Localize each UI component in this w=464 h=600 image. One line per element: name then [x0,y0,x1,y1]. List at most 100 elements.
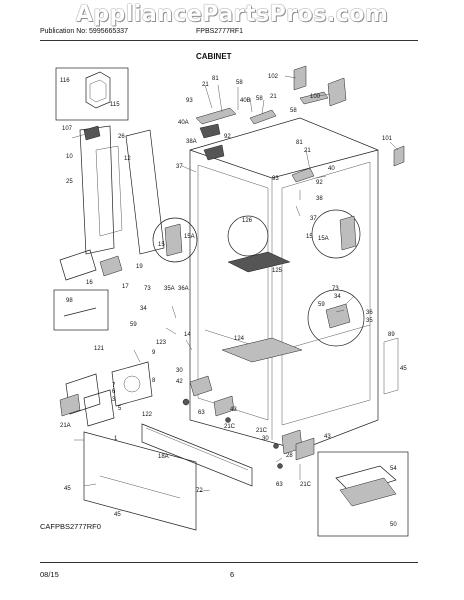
callout: 7 [112,383,116,389]
callout: 115 [110,102,120,108]
callout: 107 [62,126,73,132]
callout: 35A [164,286,175,292]
callout: 15 [158,242,165,248]
zoom-circle-left [152,217,198,263]
callout: 40 [328,166,335,172]
callout: 18A [158,454,169,460]
callout: 21 [304,148,311,154]
callout: 93 [186,98,193,104]
callout: 16 [86,280,93,286]
callout: 10 [66,154,73,160]
callout: 54 [390,466,397,472]
part-100-hinge [327,77,347,107]
zoom-circle-lower-right [307,289,365,347]
lower-brackets [182,375,315,469]
callout: 121 [94,346,105,352]
page-number: 6 [230,570,235,579]
part-72-toe-grille [141,423,253,487]
callout: 43 [324,434,331,440]
callout: 40A [178,120,189,126]
callout: 73 [332,286,339,292]
catalog-code: CAFPBS2777RF0 [40,522,101,531]
callout: 58 [236,80,243,86]
callout: 28 [286,453,293,459]
callout: 98 [66,298,73,304]
callout: 25 [66,179,73,185]
callout: 30 [262,436,269,442]
callout: 14 [184,332,191,338]
footer-rule [40,562,418,563]
callout: 81 [296,140,303,146]
callout: 6 [112,389,116,395]
model-number: FPBS2777RF1 [196,28,244,35]
part-115-bracket [85,71,111,109]
footer-date: 08/15 [40,570,59,579]
callout: 15 [306,234,313,240]
callout: 45 [64,486,71,492]
callout: 116 [60,78,70,84]
callout: 102 [268,74,279,80]
callout: 58 [256,96,263,102]
inset-frame-98 [53,289,109,331]
callout: 45 [400,366,407,372]
callout: 37 [310,216,317,222]
callout: 123 [156,340,167,346]
part-102-hinge [293,65,307,91]
callout: 5 [118,406,122,412]
part-89-side-panel [383,337,399,395]
callout: 21C [300,482,312,488]
callout: 125 [272,268,283,274]
callout: 38A [186,139,197,145]
callout: 1 [114,436,118,442]
part-101-bracket [393,145,405,167]
callout: 17 [122,284,129,290]
callout: 93 [272,176,279,182]
callout: 8 [152,378,156,384]
inset-frame-bottom [317,451,409,537]
callout: 42 [176,379,183,385]
callout-labels: 116 115 102 100 81 21 58 21 58 93 40B 40… [60,74,407,528]
callout: 89 [388,332,395,338]
callout: 19 [136,264,143,270]
watermark: AppliancePartsPros.com [75,2,389,27]
left-air-duct [59,125,165,281]
callout: 34 [140,306,147,312]
callout: 50 [390,522,397,528]
callout: 45 [114,512,121,518]
section-title: CABINET [196,52,232,61]
callout: 63 [198,410,205,416]
callout: 21C [224,424,236,430]
callout: 59 [130,322,137,328]
callout: 92 [316,180,323,186]
leader-lines [71,75,399,513]
part-125-shelf [227,251,291,273]
callout: 21 [270,94,277,100]
callout: 9 [152,350,156,356]
publication-number: Publication No: 5995665337 [40,28,128,35]
callout: 124 [234,336,245,342]
callout: 15A [318,236,329,242]
callout: 126 [242,218,253,224]
callout: 59 [318,302,325,308]
callout: 58 [290,108,297,114]
callout: 101 [382,136,393,142]
callout: 122 [142,412,153,418]
callout: 72 [196,488,203,494]
callout: 21 [202,82,209,88]
zoom-circle-right [311,209,361,259]
part-98-wire [63,307,97,317]
callout: 81 [212,76,219,82]
callout: 12 [124,156,131,162]
inset-frame-top [55,67,129,121]
callout: 63 [276,482,283,488]
part-50-water-valve-bracket [335,465,397,507]
cabinet-body [189,117,379,451]
part-1-kick-panel [83,431,197,531]
callout: 36A [178,286,189,292]
callout: 21C [256,428,268,434]
callout: 37 [176,164,183,170]
callout: 34 [334,294,341,300]
callout: 36 [366,310,373,316]
top-hinge-parts [195,91,329,183]
